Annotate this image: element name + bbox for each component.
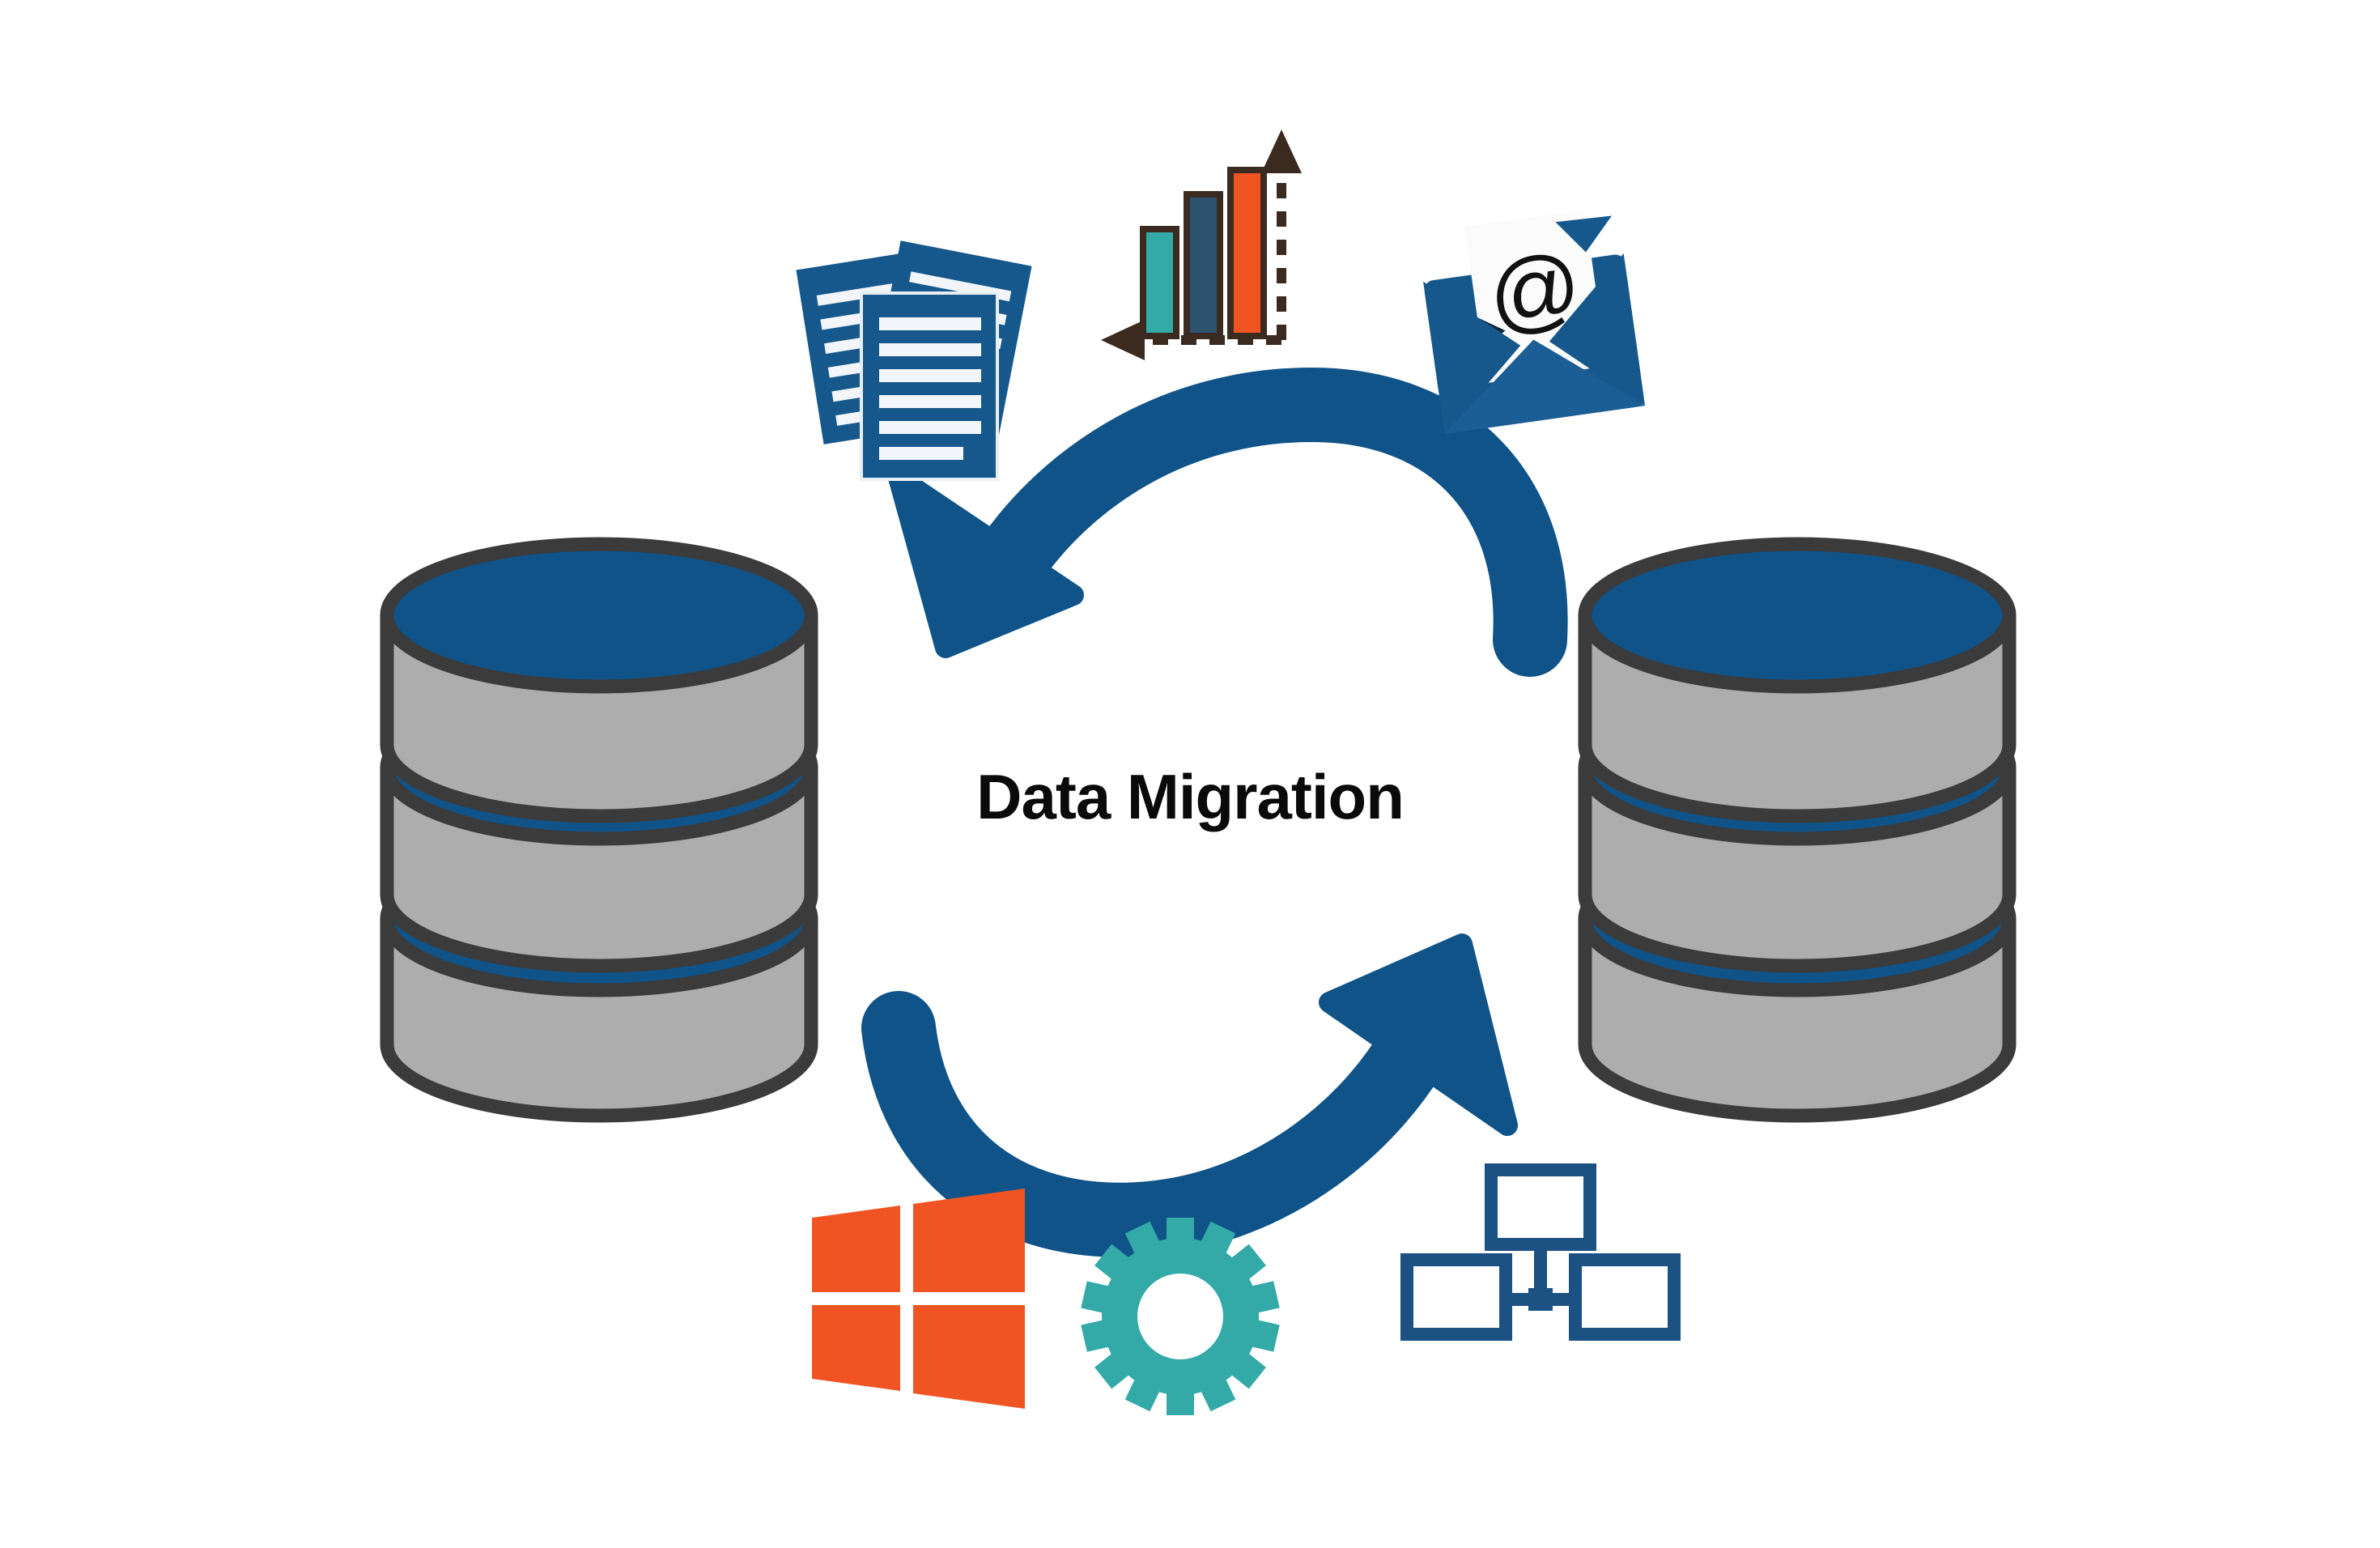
network-box-bottom-right [1569, 1253, 1681, 1341]
doc-line [879, 369, 981, 382]
bottom-arrow-head [1319, 933, 1518, 1136]
network-junction-node [1528, 1288, 1553, 1311]
doc-line [879, 421, 981, 434]
bottom-arrow-left-to-right-icon [861, 933, 1518, 1257]
source-database-icon[interactable] [380, 537, 818, 1123]
network-diagram-icon[interactable] [1400, 1163, 1681, 1341]
top-arrow-shaft [975, 367, 1568, 677]
email-envelope-icon[interactable]: @ [1417, 206, 1646, 434]
network-box-top [1485, 1163, 1596, 1251]
target-database-icon[interactable] [1578, 537, 2017, 1123]
doc-line [879, 343, 981, 356]
db-left-disc-1-edge [381, 615, 817, 692]
chart-x-axis-arrowhead [1101, 320, 1145, 360]
gear-center-hole [1137, 1274, 1223, 1359]
windows-logo-icon[interactable] [812, 1189, 1025, 1409]
db-left-disc-3-edge [381, 918, 817, 996]
chart-bar-3 [1227, 167, 1267, 339]
network-box-bottom-left [1400, 1253, 1512, 1341]
db-right-disc-1-edge [1579, 615, 2015, 692]
chart-bar-2 [1184, 191, 1223, 339]
bar-chart-icon[interactable] [1101, 130, 1302, 360]
top-arrow-head [888, 467, 1084, 658]
windows-pane-bottom-left [812, 1305, 900, 1391]
windows-pane-bottom-right [913, 1305, 1025, 1409]
db-left-disc-2-edge [381, 767, 817, 844]
documents-icon[interactable] [796, 240, 1032, 481]
db-right-disc-3-edge [1579, 918, 2015, 996]
envelope-panel-right [1549, 253, 1646, 406]
envelope-front-fold [1444, 339, 1646, 434]
doc-line [879, 395, 981, 408]
gear-icon[interactable] [1081, 1218, 1280, 1415]
bottom-arrow-shaft [861, 991, 1462, 1257]
windows-pane-top-left [812, 1206, 900, 1292]
envelope-panel-left [1423, 281, 1521, 434]
chart-bar-1 [1140, 226, 1179, 339]
page-title: Data Migration [976, 761, 1405, 832]
top-arrow-right-to-left-icon [888, 367, 1568, 677]
db-right-disc-2-edge [1579, 767, 2015, 844]
chart-y-axis-arrowhead [1261, 130, 1302, 173]
envelope-flap-accent-top [1555, 215, 1613, 253]
doc-line [879, 447, 963, 460]
doc-line [879, 317, 981, 330]
windows-pane-top-right [913, 1189, 1025, 1292]
